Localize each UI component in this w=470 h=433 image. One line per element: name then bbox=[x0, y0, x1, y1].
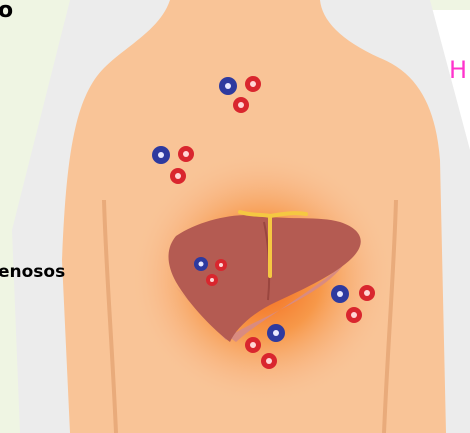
label-right-fragment: H bbox=[449, 58, 467, 82]
label-left-fragment: enosos bbox=[0, 264, 65, 281]
label-top-fragment: o bbox=[0, 0, 13, 22]
